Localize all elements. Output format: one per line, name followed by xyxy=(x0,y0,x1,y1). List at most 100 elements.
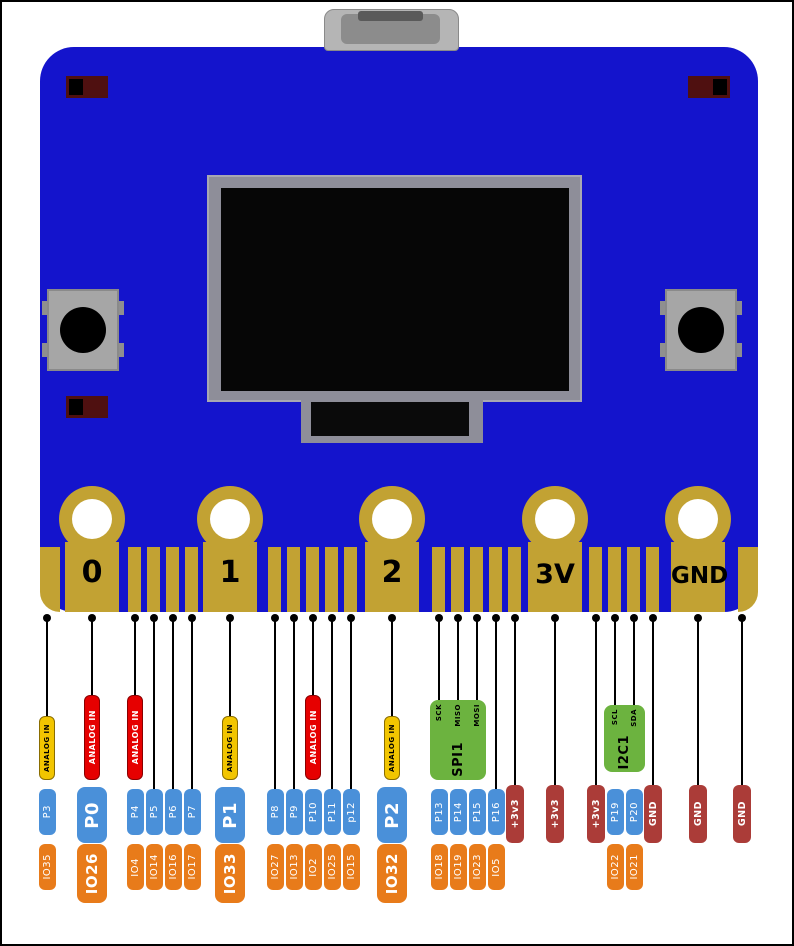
button-b-leg xyxy=(660,343,669,357)
edge-finger-3v3-left xyxy=(508,547,521,612)
edge-pad-label-gnd: GND xyxy=(671,563,729,589)
spi-bus-name: SPI1 xyxy=(450,742,466,777)
edge-pad-1 xyxy=(203,542,257,612)
edge-pad-gnd xyxy=(671,542,725,612)
leader-line-p10 xyxy=(312,618,314,696)
edge-finger-p10 xyxy=(306,547,319,612)
edge-finger-p7 xyxy=(185,547,198,612)
pin-pill-p2: P2 xyxy=(377,787,407,843)
pin-pill-p14: P14 xyxy=(449,789,467,835)
io-pill-p19: IO22 xyxy=(606,844,624,890)
leader-line-p15 xyxy=(476,618,478,700)
io-pill-p1: IO33 xyxy=(215,844,245,903)
component-die xyxy=(713,79,727,95)
spi-bus-pill: SCK MISO MOSI SPI1 xyxy=(430,700,486,780)
edge-finger-p14 xyxy=(451,547,464,612)
edge-finger-p20 xyxy=(627,547,640,612)
analog-pill-p4: ANALOG IN xyxy=(127,695,143,780)
button-b-leg xyxy=(733,343,742,357)
analog-pill-p0: ANALOG IN xyxy=(84,695,100,780)
edge-finger-p5 xyxy=(147,547,160,612)
edge-finger-p12 xyxy=(344,547,357,612)
component-mid-left xyxy=(66,396,108,418)
analog-pill-p3: ANALOG IN xyxy=(39,716,55,780)
pin-pill-p10: P10 xyxy=(304,789,322,835)
button-a-leg xyxy=(115,343,124,357)
pin-pill-p6: P6 xyxy=(164,789,182,835)
edge-pad-hole-2 xyxy=(372,499,412,539)
edge-pad-label-0: 0 xyxy=(81,555,103,590)
io-pill-p6: IO16 xyxy=(164,844,182,890)
component-top-left xyxy=(66,76,108,98)
pin-pill-p0: P0 xyxy=(77,787,107,843)
power-pill-gnd-b: GND xyxy=(733,785,751,843)
i2c-bus-name: I2C1 xyxy=(617,734,632,769)
edge-finger-p4 xyxy=(128,547,141,612)
pin-pill-p5: P5 xyxy=(145,789,163,835)
edge-pad-0 xyxy=(65,542,119,612)
component-die xyxy=(69,399,83,415)
button-a-cap xyxy=(60,307,106,353)
leader-line-p16 xyxy=(495,618,497,789)
pin-pill-p13: P13 xyxy=(430,789,448,835)
edge-finger-p6 xyxy=(166,547,179,612)
analog-pill-p1: ANALOG IN xyxy=(222,716,238,780)
io-pill-p0: IO26 xyxy=(77,844,107,903)
leader-line-p5 xyxy=(153,618,155,789)
edge-finger-p15 xyxy=(470,547,483,612)
power-pill-3v3-b: +3v3 xyxy=(587,785,605,843)
io-pill-p16: IO5 xyxy=(487,844,505,890)
power-pill-gnd-a: GND xyxy=(644,785,662,843)
spi-sck-label: SCK xyxy=(435,704,443,722)
io-pill-p9: IO13 xyxy=(285,844,303,890)
edge-finger-p3 xyxy=(40,547,60,612)
pin-pill-p7: P7 xyxy=(183,789,201,835)
analog-pill-p10: ANALOG IN xyxy=(305,695,321,780)
edge-pad-hole-gnd xyxy=(678,499,718,539)
button-b-cap xyxy=(678,307,724,353)
edge-finger-p13 xyxy=(432,547,445,612)
power-pill-3v3-a: +3v3 xyxy=(506,785,524,843)
edge-pad-label-3v: 3V xyxy=(535,559,575,590)
edge-pad-2 xyxy=(365,542,419,612)
button-b-leg xyxy=(660,301,669,315)
io-pill-p10: IO2 xyxy=(304,844,322,890)
leader-line-p13 xyxy=(438,618,440,700)
pin-pill-p1: P1 xyxy=(215,787,245,843)
button-b-leg xyxy=(733,301,742,315)
io-pill-p12: IO15 xyxy=(342,844,360,890)
analog-pill-p2: ANALOG IN xyxy=(384,716,400,780)
leader-line-p20 xyxy=(633,618,635,705)
edge-finger-gnd-left xyxy=(646,547,659,612)
leader-line-p11 xyxy=(331,618,333,789)
spi-miso-label: MISO xyxy=(454,704,462,727)
leader-line-p4 xyxy=(134,618,136,696)
io-pill-p3: IO35 xyxy=(38,844,56,890)
edge-finger-p16 xyxy=(489,547,502,612)
edge-pad-hole-1 xyxy=(210,499,250,539)
leader-line-p6 xyxy=(172,618,174,789)
leader-line-p8 xyxy=(274,618,276,789)
io-pill-p15: IO23 xyxy=(468,844,486,890)
leader-line-p9 xyxy=(293,618,295,789)
edge-pad-hole-0 xyxy=(72,499,112,539)
leader-line-p7 xyxy=(191,618,193,789)
edge-finger-p11 xyxy=(325,547,338,612)
pin-pill-p8: P8 xyxy=(266,789,284,835)
edge-pad-label-1: 1 xyxy=(219,555,241,590)
io-pill-p2: IO32 xyxy=(377,844,407,903)
spi-mosi-label: MOSI xyxy=(473,704,481,727)
button-a-leg xyxy=(42,343,51,357)
leader-line-3v3-b xyxy=(595,618,597,785)
pin-pill-p4: P4 xyxy=(126,789,144,835)
io-pill-p11: IO25 xyxy=(323,844,341,890)
leader-line-p2 xyxy=(391,618,393,716)
leader-line-gnd-main xyxy=(697,618,699,785)
io-pill-p14: IO19 xyxy=(449,844,467,890)
display-ribbon-connector xyxy=(311,402,469,436)
edge-finger-3v3-right xyxy=(589,547,602,612)
button-a-leg xyxy=(115,301,124,315)
display-screen xyxy=(221,188,569,391)
leader-line-p12 xyxy=(350,618,352,789)
